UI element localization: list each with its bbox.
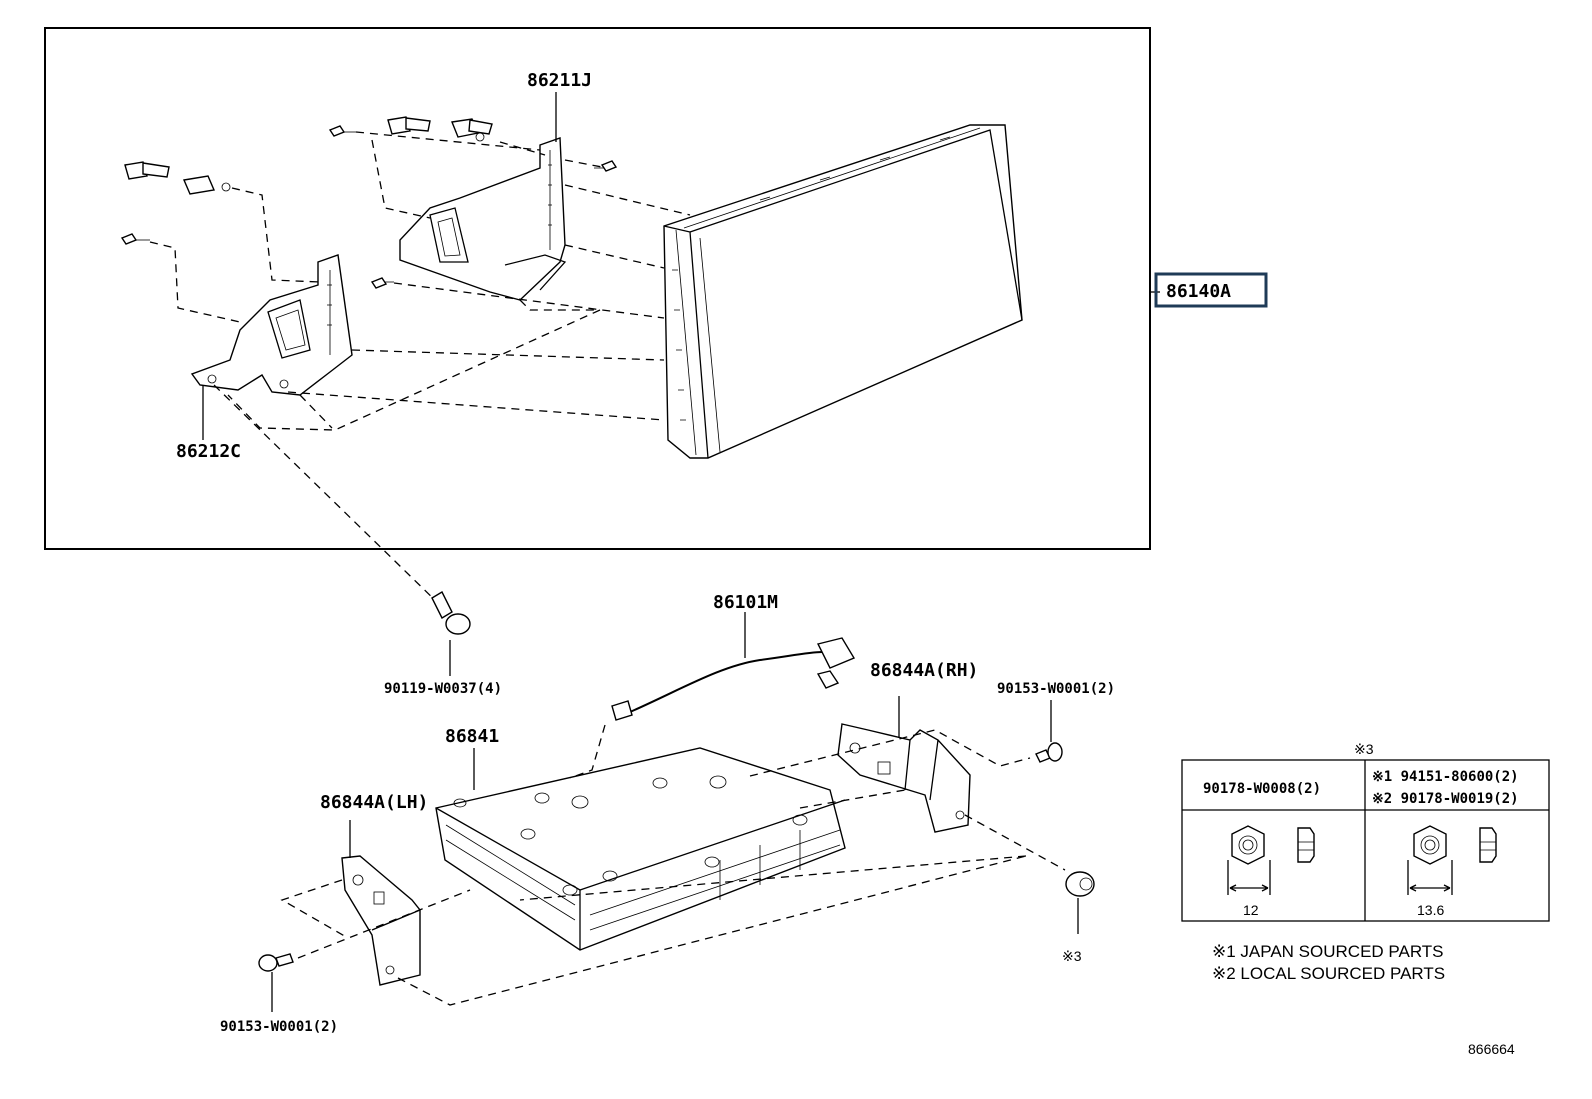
upper-dashed-lines <box>149 131 691 431</box>
note-local-sourced: ※2 LOCAL SOURCED PARTS <box>1212 964 1445 983</box>
label-86212C: 86212C <box>176 441 241 462</box>
note-japan-sourced: ※1 JAPAN SOURCED PARTS <box>1212 942 1444 961</box>
label-86101M: 86101M <box>713 592 778 613</box>
label-90153-W0001-right: 90153-W0001(2) <box>997 681 1115 697</box>
bracket-86844A-LH <box>341 820 421 986</box>
table-col1-part: 90178-W0008(2) <box>1203 781 1321 797</box>
nut-mark3 <box>1065 871 1095 934</box>
bolt-90119 <box>431 591 471 676</box>
label-90119-W0037: 90119-W0037(4) <box>384 681 502 697</box>
dim-12: 12 <box>1243 902 1259 918</box>
label-90153-W0001-left: 90153-W0001(2) <box>220 1019 338 1035</box>
display-unit <box>663 124 1023 459</box>
label-86211J: 86211J <box>527 70 592 91</box>
label-86140A: 86140A <box>1166 281 1231 302</box>
label-86844A-RH: 86844A(RH) <box>870 660 978 681</box>
bolt-90153-left <box>258 953 294 1012</box>
bracket-86212C <box>190 254 353 396</box>
fastener-table: ※3 90178-W0008(2) ※1 94151-80600(2) ※2 9… <box>1181 741 1550 922</box>
bolt-90153-right <box>1035 700 1063 763</box>
dim-13-6: 13.6 <box>1417 902 1444 918</box>
label-86844A-LH: 86844A(LH) <box>320 792 428 813</box>
leader-90119 <box>213 384 441 606</box>
table-header-mark: ※3 <box>1354 741 1374 757</box>
label-86841: 86841 <box>445 726 499 747</box>
bracket-86211J <box>399 137 567 301</box>
lower-dashed-lines <box>280 729 1066 1006</box>
table-col2-line1: ※1 94151-80600(2) <box>1372 769 1519 785</box>
harness-86101M <box>569 612 856 779</box>
assembly-frame <box>44 27 1151 550</box>
highlight-box-86140A <box>1154 272 1268 308</box>
nut-drawing-12 <box>1227 825 1315 895</box>
control-unit-86841 <box>435 747 846 951</box>
figure-id: 866664 <box>1468 1041 1515 1057</box>
table-col2-line2: ※2 90178-W0019(2) <box>1372 791 1519 807</box>
nut-drawing-13-6 <box>1407 825 1497 895</box>
bracket-86844A-RH <box>837 696 971 833</box>
upper-fasteners <box>120 116 618 289</box>
label-mark3: ※3 <box>1062 948 1082 964</box>
